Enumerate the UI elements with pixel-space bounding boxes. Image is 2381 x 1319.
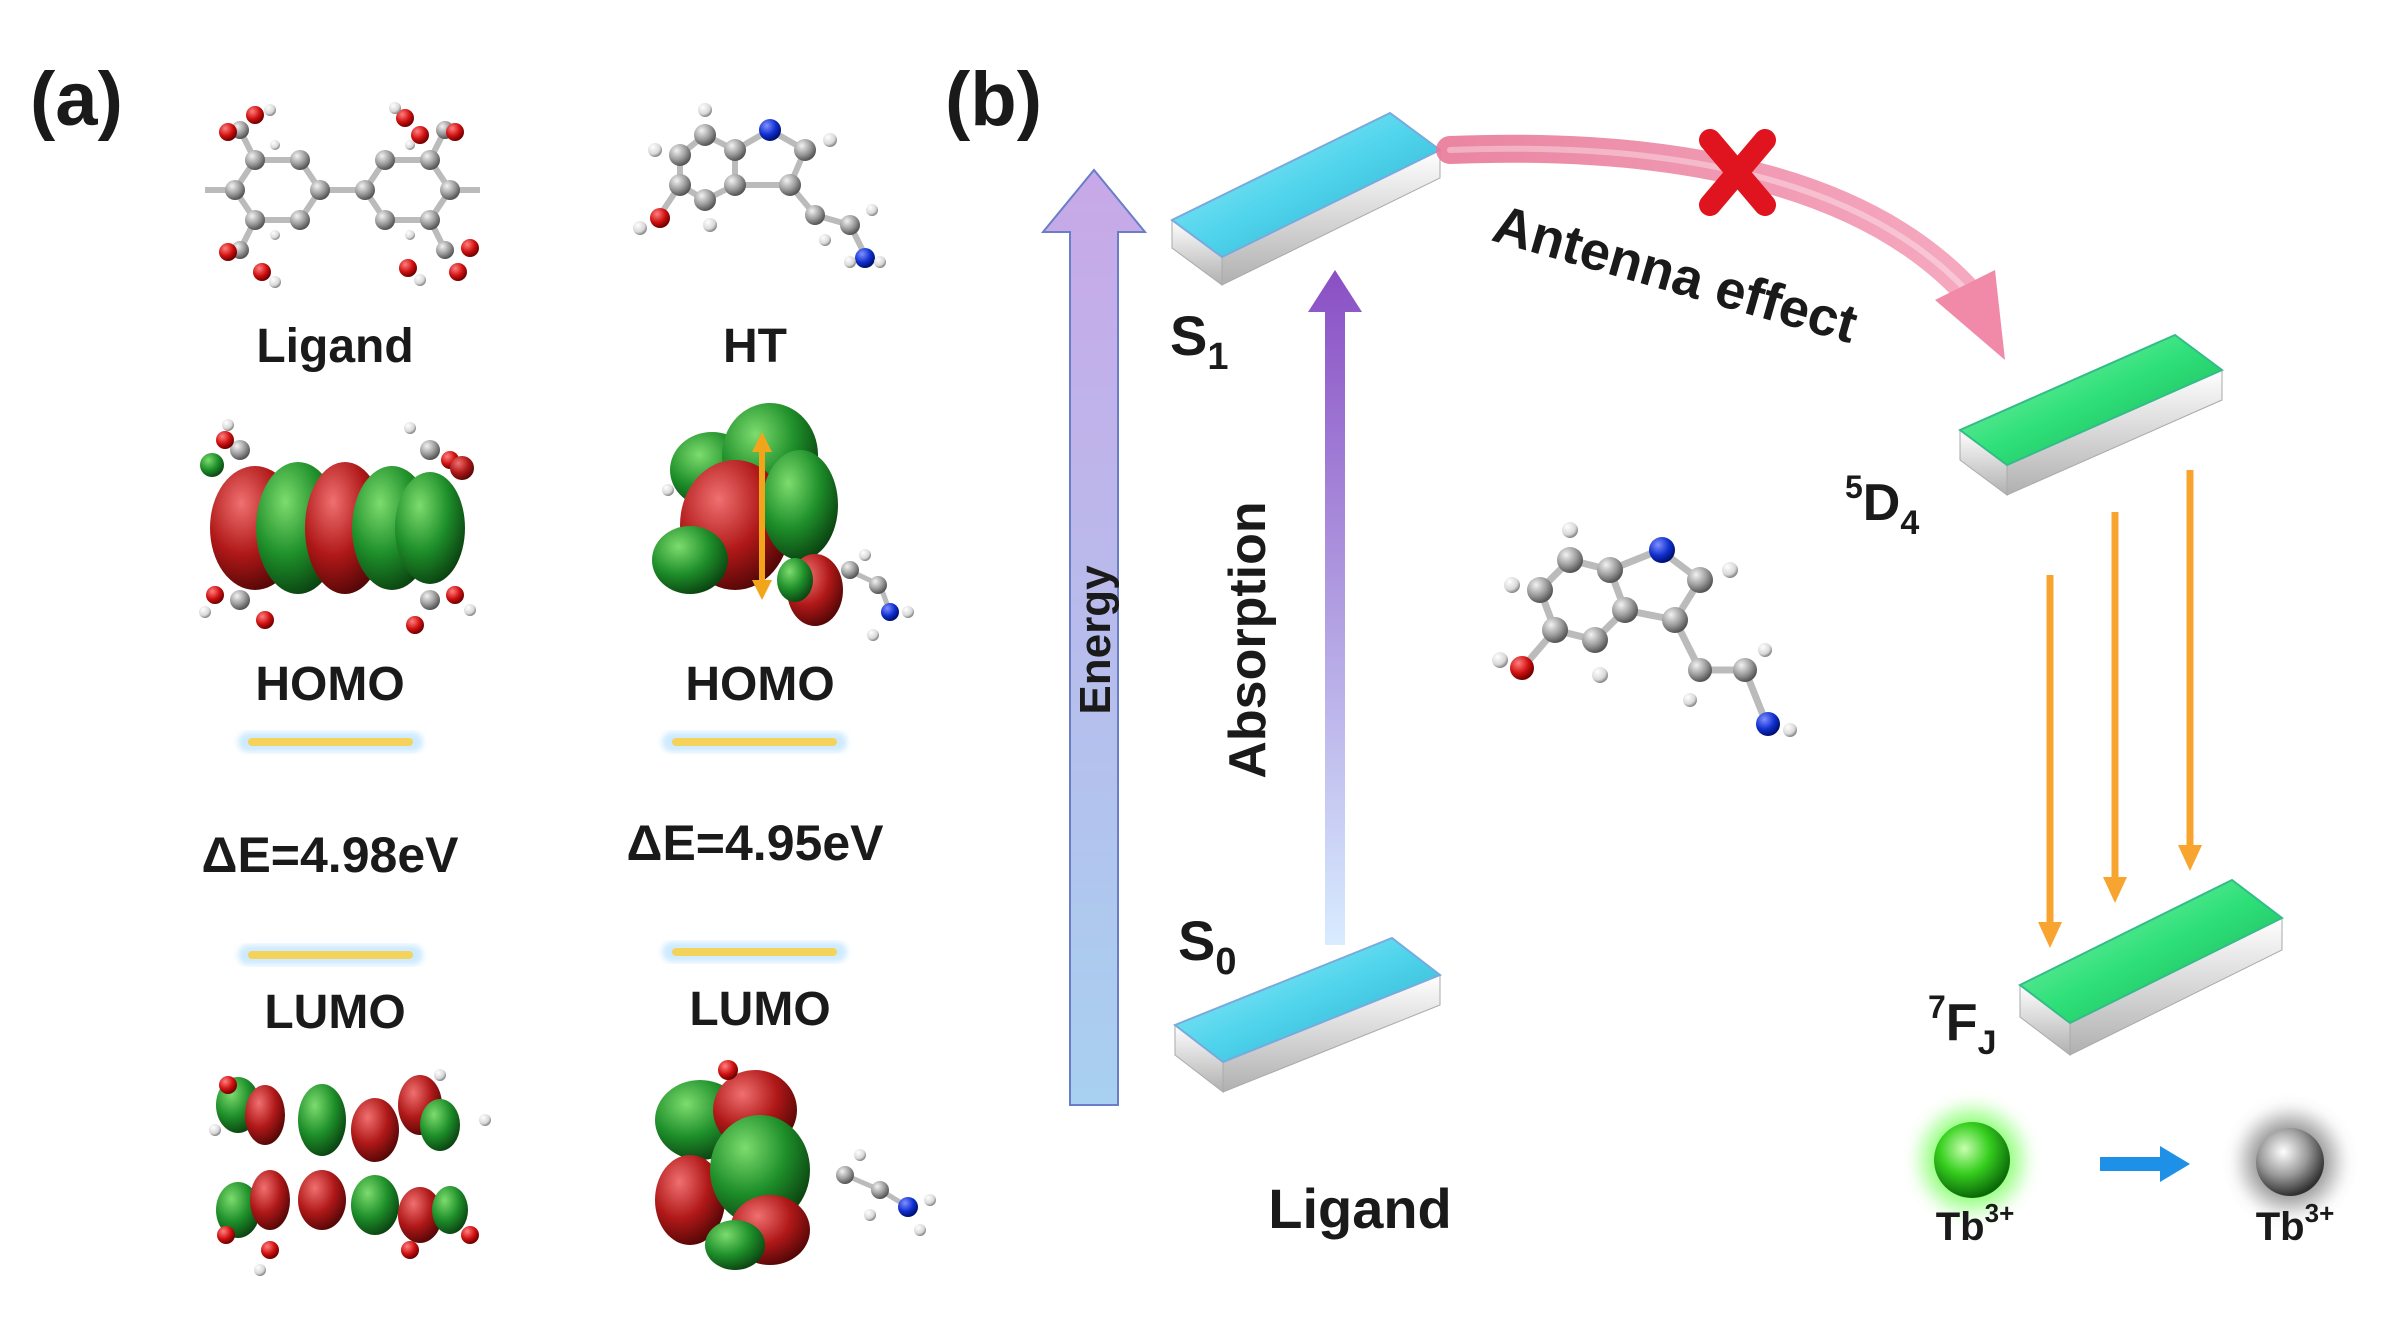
ligand-molecule-model <box>205 102 480 288</box>
emission-arrows <box>2038 470 2202 948</box>
ht-lumo-orbital <box>655 1060 936 1270</box>
s1-energy-level <box>1170 111 1442 286</box>
antenna-effect-arrow <box>1436 134 2005 360</box>
ht-name-label: HT <box>723 320 787 373</box>
energy-axis-label: Energy <box>1071 565 1120 715</box>
ligand-homo-orbital <box>199 419 476 634</box>
energy-axis-arrow <box>1040 168 1148 1106</box>
panel-b-label: (b) <box>945 57 1042 142</box>
7fj-energy-level <box>2018 878 2284 1057</box>
tb-ion-right-label: Tb3+ <box>2256 1198 2335 1249</box>
quench-arrow <box>2100 1146 2190 1182</box>
5d4-label: 5D4 <box>1845 469 1919 542</box>
ht-energy-gap: ΔE=4.95eV <box>627 815 885 871</box>
ligand-homo-level-line <box>238 732 423 752</box>
ht-homo-level-line <box>662 732 847 752</box>
ligand-lumo-label: LUMO <box>264 986 405 1039</box>
absorption-label: Absorption <box>1219 501 1277 778</box>
ligand-energy-gap: ΔE=4.98eV <box>202 827 460 883</box>
ht-lumo-level-line <box>662 942 847 962</box>
ht-molecule-model <box>633 103 886 268</box>
ht-homo-orbital <box>652 403 914 641</box>
tb-ion-luminescent <box>1910 1098 2034 1222</box>
ht-lumo-label: LUMO <box>689 983 830 1036</box>
ht-homo-label: HOMO <box>685 658 834 711</box>
7fj-label: 7FJ <box>1928 989 1996 1062</box>
blocked-cross-icon <box>1699 129 1776 216</box>
ligand-caption: Ligand <box>1268 1177 1452 1240</box>
absorption-arrow <box>1308 270 1362 945</box>
ligand-lumo-orbital <box>209 1069 491 1276</box>
5d4-energy-level <box>1958 333 2224 496</box>
s1-label: S1 <box>1170 304 1229 378</box>
s0-label: S0 <box>1178 909 1237 983</box>
ligand-name-label: Ligand <box>256 320 413 373</box>
tb-ion-left-label: Tb3+ <box>1936 1198 2015 1249</box>
ligand-lumo-level-line <box>238 945 423 965</box>
panel-a-label: (a) <box>30 57 123 142</box>
s0-energy-level <box>1173 936 1442 1094</box>
tb-ion-quenched <box>2232 1104 2348 1220</box>
antenna-effect-label: Antenna effect <box>1487 194 1864 355</box>
ht-molecule-center <box>1492 522 1797 737</box>
ligand-homo-label: HOMO <box>255 658 404 711</box>
